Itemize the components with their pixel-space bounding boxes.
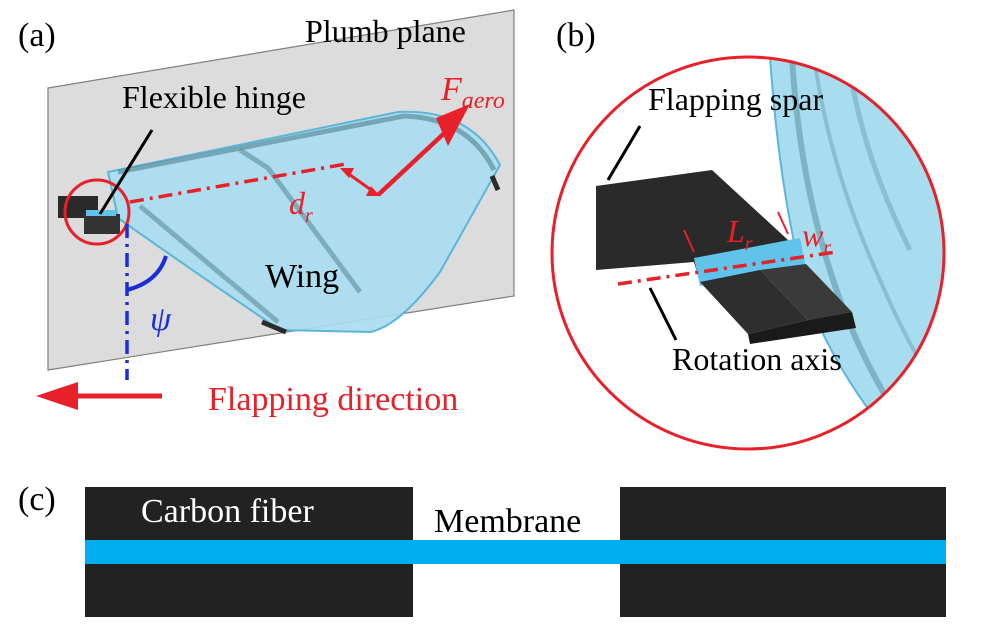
length-marker-right xyxy=(777,211,789,235)
flexible-hinge-label: Flexible hinge xyxy=(122,79,306,115)
flapping-spar-label: Flapping spar xyxy=(648,81,823,117)
hinge-highlight-circle xyxy=(63,178,131,246)
flapping-spar-leader xyxy=(606,125,642,181)
aero-force-arrowhead xyxy=(436,104,470,146)
panel-b-tag: (b) xyxy=(556,17,596,54)
rotation-axis-label: Rotation axis xyxy=(672,341,842,377)
hinge-lower-block-2 xyxy=(760,264,852,320)
rotation-axis-line-b xyxy=(617,250,837,286)
panel-a-tag: (a) xyxy=(18,17,56,54)
wing-label: Wing xyxy=(265,258,339,295)
panel-c: (c) Carbon fiber Membrane xyxy=(18,481,946,617)
hinge-block xyxy=(84,214,120,234)
panel-a: (a) Plumb plane Flexible hinge xyxy=(18,9,515,418)
hinge-membrane-detail xyxy=(694,238,806,286)
flexible-hinge-leader xyxy=(98,129,154,215)
hinge-lower-block-1 xyxy=(700,270,808,334)
panel-c-tag: (c) xyxy=(18,481,56,518)
aero-force-shaft xyxy=(376,124,454,197)
width-symbol: wr xyxy=(802,217,831,259)
distance-arrow xyxy=(340,168,380,196)
length-symbol: Lr xyxy=(726,213,753,255)
angle-symbol: ψ xyxy=(150,301,172,338)
flapping-direction-arrowhead xyxy=(36,382,78,410)
zoom-circle xyxy=(550,55,946,451)
membrane-layer xyxy=(85,540,946,564)
plumb-plane-label: Plumb plane xyxy=(305,13,466,49)
distance-symbol: dr xyxy=(289,185,313,227)
rotation-axis-leader xyxy=(648,287,678,341)
flapping-direction-label: Flapping direction xyxy=(208,381,458,418)
carbon-fiber-label: Carbon fiber xyxy=(141,493,314,530)
aero-force-symbol: Faero xyxy=(440,71,505,114)
flapping-spar-block xyxy=(596,170,788,270)
panel-b: (b) Lr wr xyxy=(550,17,946,451)
rotation-axis-line-a xyxy=(129,162,347,204)
angle-arc xyxy=(126,255,168,292)
length-marker-left xyxy=(683,229,695,253)
membrane-label: Membrane xyxy=(434,503,581,540)
